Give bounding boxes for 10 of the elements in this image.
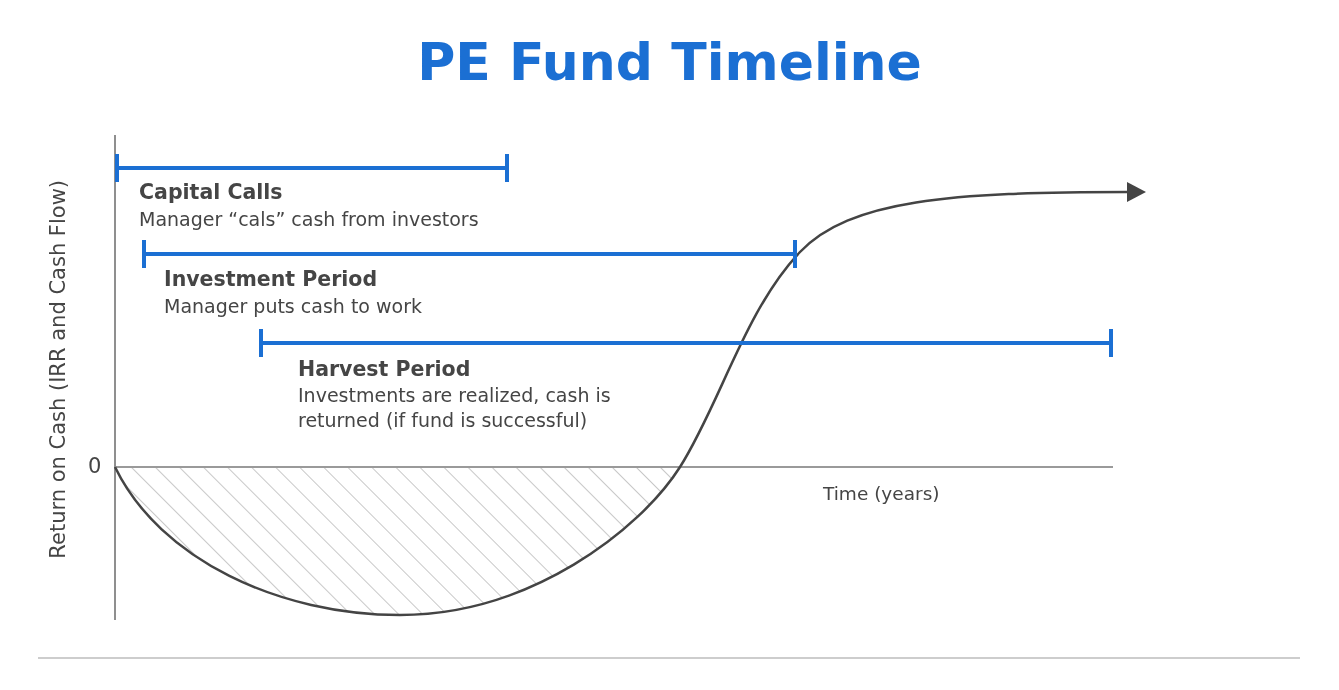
- period-description: Manager puts cash to work: [164, 294, 422, 319]
- period-description: Manager “cals” cash from investors: [139, 207, 479, 232]
- axis-tick-label: 0: [88, 454, 102, 479]
- period-heading: Capital Calls: [139, 180, 283, 205]
- period-description: Investments are realized, cash is returned (if fund is successful): [298, 383, 612, 433]
- period-heading: Investment Period: [164, 267, 378, 292]
- chart-title: PE Fund Timeline: [416, 31, 923, 94]
- axis-title: Return on Cash (IRR and Cash Flow): [46, 180, 71, 559]
- axis-title: Time (years): [823, 482, 940, 506]
- period-heading: Harvest Period: [298, 357, 471, 382]
